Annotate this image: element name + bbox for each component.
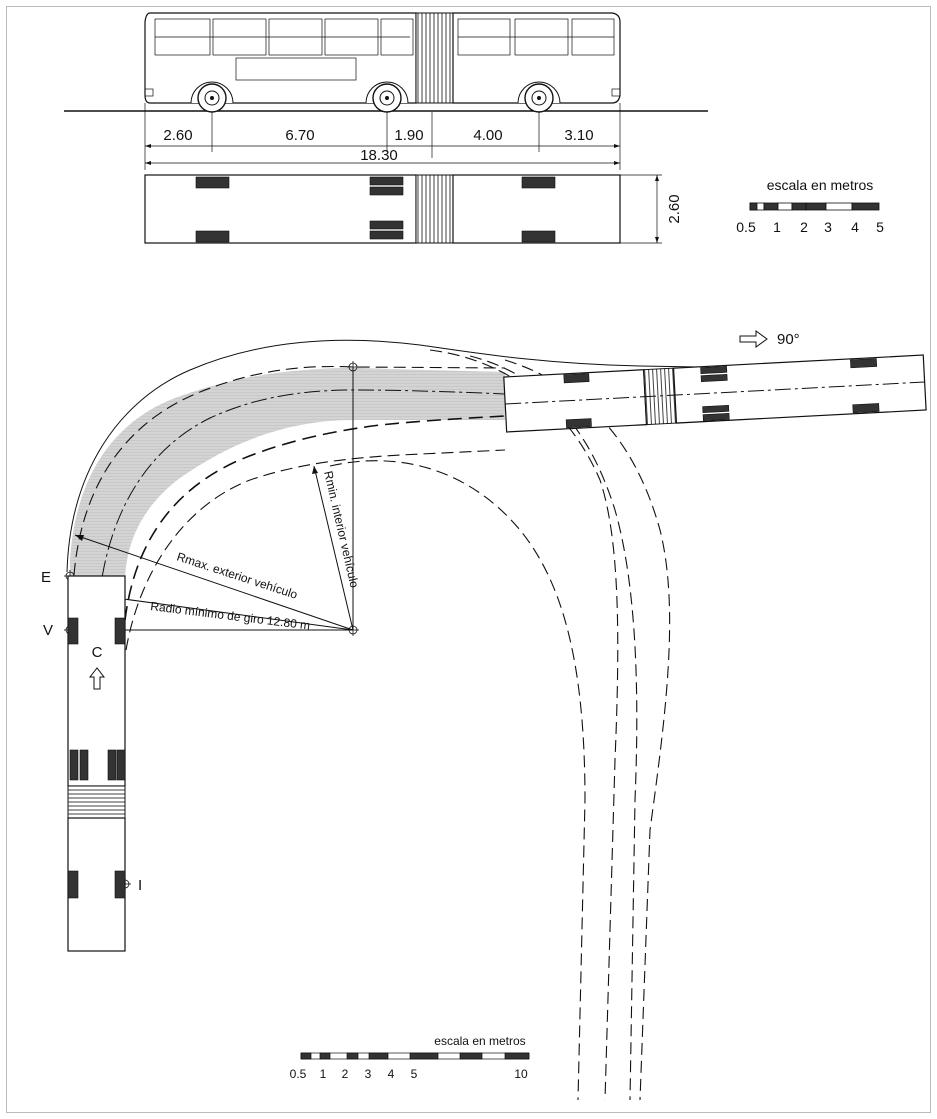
scale-large-tick: 0.5 (290, 1067, 307, 1081)
side-windows-front (154, 18, 414, 81)
bus-final-position (503, 354, 927, 433)
scale-large-tick: 1 (320, 1067, 327, 1081)
dim-wheelbase-front: 6.70 (285, 127, 314, 144)
articulation-bellows-side (415, 12, 454, 104)
vehicle-centerline-path (96, 389, 920, 631)
label-point-e: E (41, 569, 51, 586)
scale-large-tick: 2 (342, 1067, 349, 1081)
bus-initial-position (67, 575, 126, 952)
swept-path-area (70, 368, 505, 580)
scale-large-title: escala en metros (434, 1034, 525, 1048)
scale-small-tick: 3 (824, 219, 832, 235)
bus-side-view: 2.60 6.70 1.90 4.00 3.10 18.30 (64, 12, 708, 170)
scale-large-tick: 10 (514, 1067, 528, 1081)
plan-bellows (415, 174, 454, 244)
center-marker (347, 624, 359, 636)
label-point-c: C (92, 644, 103, 661)
outer-envelope-curve (66, 339, 701, 573)
turn-direction-arrow-icon (739, 330, 768, 348)
plan-width-dim (620, 174, 662, 244)
scale-small-title: escala en metros (767, 177, 874, 193)
dim-articulation: 1.90 (394, 127, 423, 144)
direction-arrow-icon (88, 667, 106, 690)
dim-rear-overhang: 3.10 (564, 127, 593, 144)
scale-small-tick: 0.5 (736, 219, 756, 235)
drawing-frame (6, 6, 931, 1113)
scale-bar-large: escala en metros 0.5 1 2 3 4 5 10 (290, 1034, 530, 1081)
taillight (611, 88, 621, 97)
top-center-marker (347, 361, 359, 373)
scale-small-tick: 4 (851, 219, 859, 235)
scale-bar-small: escala en metros 0.5 1 2 3 4 5 (736, 177, 884, 235)
scale-large-tick: 3 (365, 1067, 372, 1081)
trailing-curve-4 (504, 359, 671, 1101)
scale-large-tick: 4 (388, 1067, 395, 1081)
trailing-curve-3 (469, 355, 638, 1101)
dimension-arrows (145, 144, 620, 165)
label-turn-angle: 90° (777, 331, 800, 348)
label-r-min: Radio mínimo de giro 12.80 m (150, 599, 311, 632)
dim-bus-width: 2.60 (666, 194, 683, 223)
trailing-curve-2 (429, 349, 619, 1101)
inner-rear-path (125, 449, 506, 651)
dimension-lines-side (144, 103, 621, 170)
side-windows-rear (457, 18, 615, 56)
scale-large-tick: 5 (411, 1067, 418, 1081)
trailing-curve-1 (329, 460, 586, 1101)
scale-small-tick: 2 (800, 219, 808, 235)
dim-total-length: 18.30 (360, 147, 398, 164)
plan-wheels (195, 176, 556, 243)
inner-path (124, 415, 506, 621)
scale-small-tick: 5 (876, 219, 884, 235)
scale-small-tick: 1 (773, 219, 781, 235)
front-axle-path (73, 365, 506, 576)
label-r-interior: Rmin. interior vehículo (321, 470, 362, 590)
dim-wheelbase-rear: 4.00 (473, 127, 502, 144)
headlight (144, 88, 154, 97)
label-point-i: I (138, 877, 142, 894)
bus-plan-view: 2.60 (144, 174, 683, 244)
dim-front-overhang: 2.60 (163, 127, 192, 144)
wheels-side (190, 81, 561, 113)
label-point-v: V (43, 622, 53, 639)
